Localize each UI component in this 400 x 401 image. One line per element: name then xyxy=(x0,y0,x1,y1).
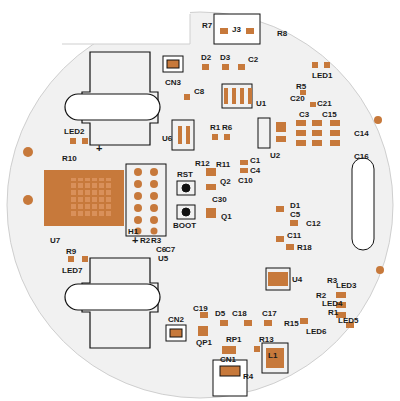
slot xyxy=(352,158,374,250)
part-label: R3 xyxy=(151,237,161,245)
part-label: R5 xyxy=(296,83,306,91)
part-label: U4 xyxy=(292,276,302,284)
part-label: J3 xyxy=(232,26,241,34)
part-label: R9 xyxy=(66,248,76,256)
mount-pad xyxy=(23,116,384,274)
part-label: R6 xyxy=(222,124,232,132)
part-label: C3 xyxy=(299,111,309,119)
part-label: C19 xyxy=(193,305,208,313)
part-label: C14 xyxy=(354,130,369,138)
part-label: U1 xyxy=(256,100,266,108)
part-label: R4 xyxy=(243,373,253,381)
part-label: U2 xyxy=(270,152,280,160)
part-label: C11 xyxy=(287,232,301,240)
part-label: R18 xyxy=(297,244,312,252)
part-label: C15 xyxy=(322,111,337,119)
part-label: + xyxy=(132,235,138,246)
part-label: R10 xyxy=(62,155,77,163)
part-label: BOOT xyxy=(173,222,196,230)
part-label: D2 xyxy=(201,54,211,62)
part-label: U7 xyxy=(50,237,60,245)
pin-header xyxy=(126,164,166,236)
part-label: C2 xyxy=(248,56,258,64)
part-label: U5 xyxy=(158,255,168,263)
part-label: C12 xyxy=(306,220,321,228)
part-label: LED3 xyxy=(336,282,356,290)
part-label: CN2 xyxy=(168,316,184,324)
part-label: C8 xyxy=(194,88,204,96)
part-label: L1 xyxy=(268,352,277,360)
part-label: C10 xyxy=(238,177,253,185)
part-label: R8 xyxy=(277,30,287,38)
part-label: D3 xyxy=(220,54,230,62)
part-label: LED1 xyxy=(312,72,332,80)
part-label: R7 xyxy=(202,22,212,30)
part-label: R13 xyxy=(259,336,274,344)
part-label: LED2 xyxy=(64,128,84,136)
part-label: C1 xyxy=(250,157,260,165)
part-label: RST xyxy=(177,171,193,179)
part-label: C17 xyxy=(262,310,277,318)
part-label: R2 xyxy=(140,237,150,245)
part-label: R2 xyxy=(316,292,326,300)
part-label: C16 xyxy=(354,153,369,161)
part-label: CN1 xyxy=(220,356,236,364)
part-label: LED4 xyxy=(322,300,342,308)
part-label: C7 xyxy=(165,246,175,254)
part-label: Q1 xyxy=(221,213,232,221)
board-outline xyxy=(7,12,393,398)
part-label: Q2 xyxy=(220,178,231,186)
part-label: R12 xyxy=(195,160,210,168)
part-label: C18 xyxy=(232,310,247,318)
part-label: R11 xyxy=(216,161,230,169)
part-label: C21 xyxy=(317,100,332,108)
part-label: R1 xyxy=(210,124,220,132)
part-label: CN3 xyxy=(165,79,181,87)
part-label: LED6 xyxy=(306,328,326,336)
part-label: + xyxy=(96,143,102,154)
part-label: C30 xyxy=(212,196,227,204)
esp-module xyxy=(44,170,124,226)
part-label: QP1 xyxy=(196,339,212,347)
part-label: RP1 xyxy=(226,336,242,344)
part-label: R15 xyxy=(284,320,299,328)
part-label: C4 xyxy=(250,167,260,175)
part-label: D5 xyxy=(215,310,225,318)
part-label: U6 xyxy=(162,135,172,143)
part-label: R1 xyxy=(328,309,338,317)
smd-pad xyxy=(68,28,354,368)
part-label: LED7 xyxy=(62,267,82,275)
part-label: D1 xyxy=(290,202,300,210)
part-label: C20 xyxy=(290,95,305,103)
part-label: LED5 xyxy=(338,317,358,325)
part-label: C6 xyxy=(156,246,166,254)
part-label: R3 xyxy=(327,277,337,285)
part-label: C5 xyxy=(290,211,300,219)
